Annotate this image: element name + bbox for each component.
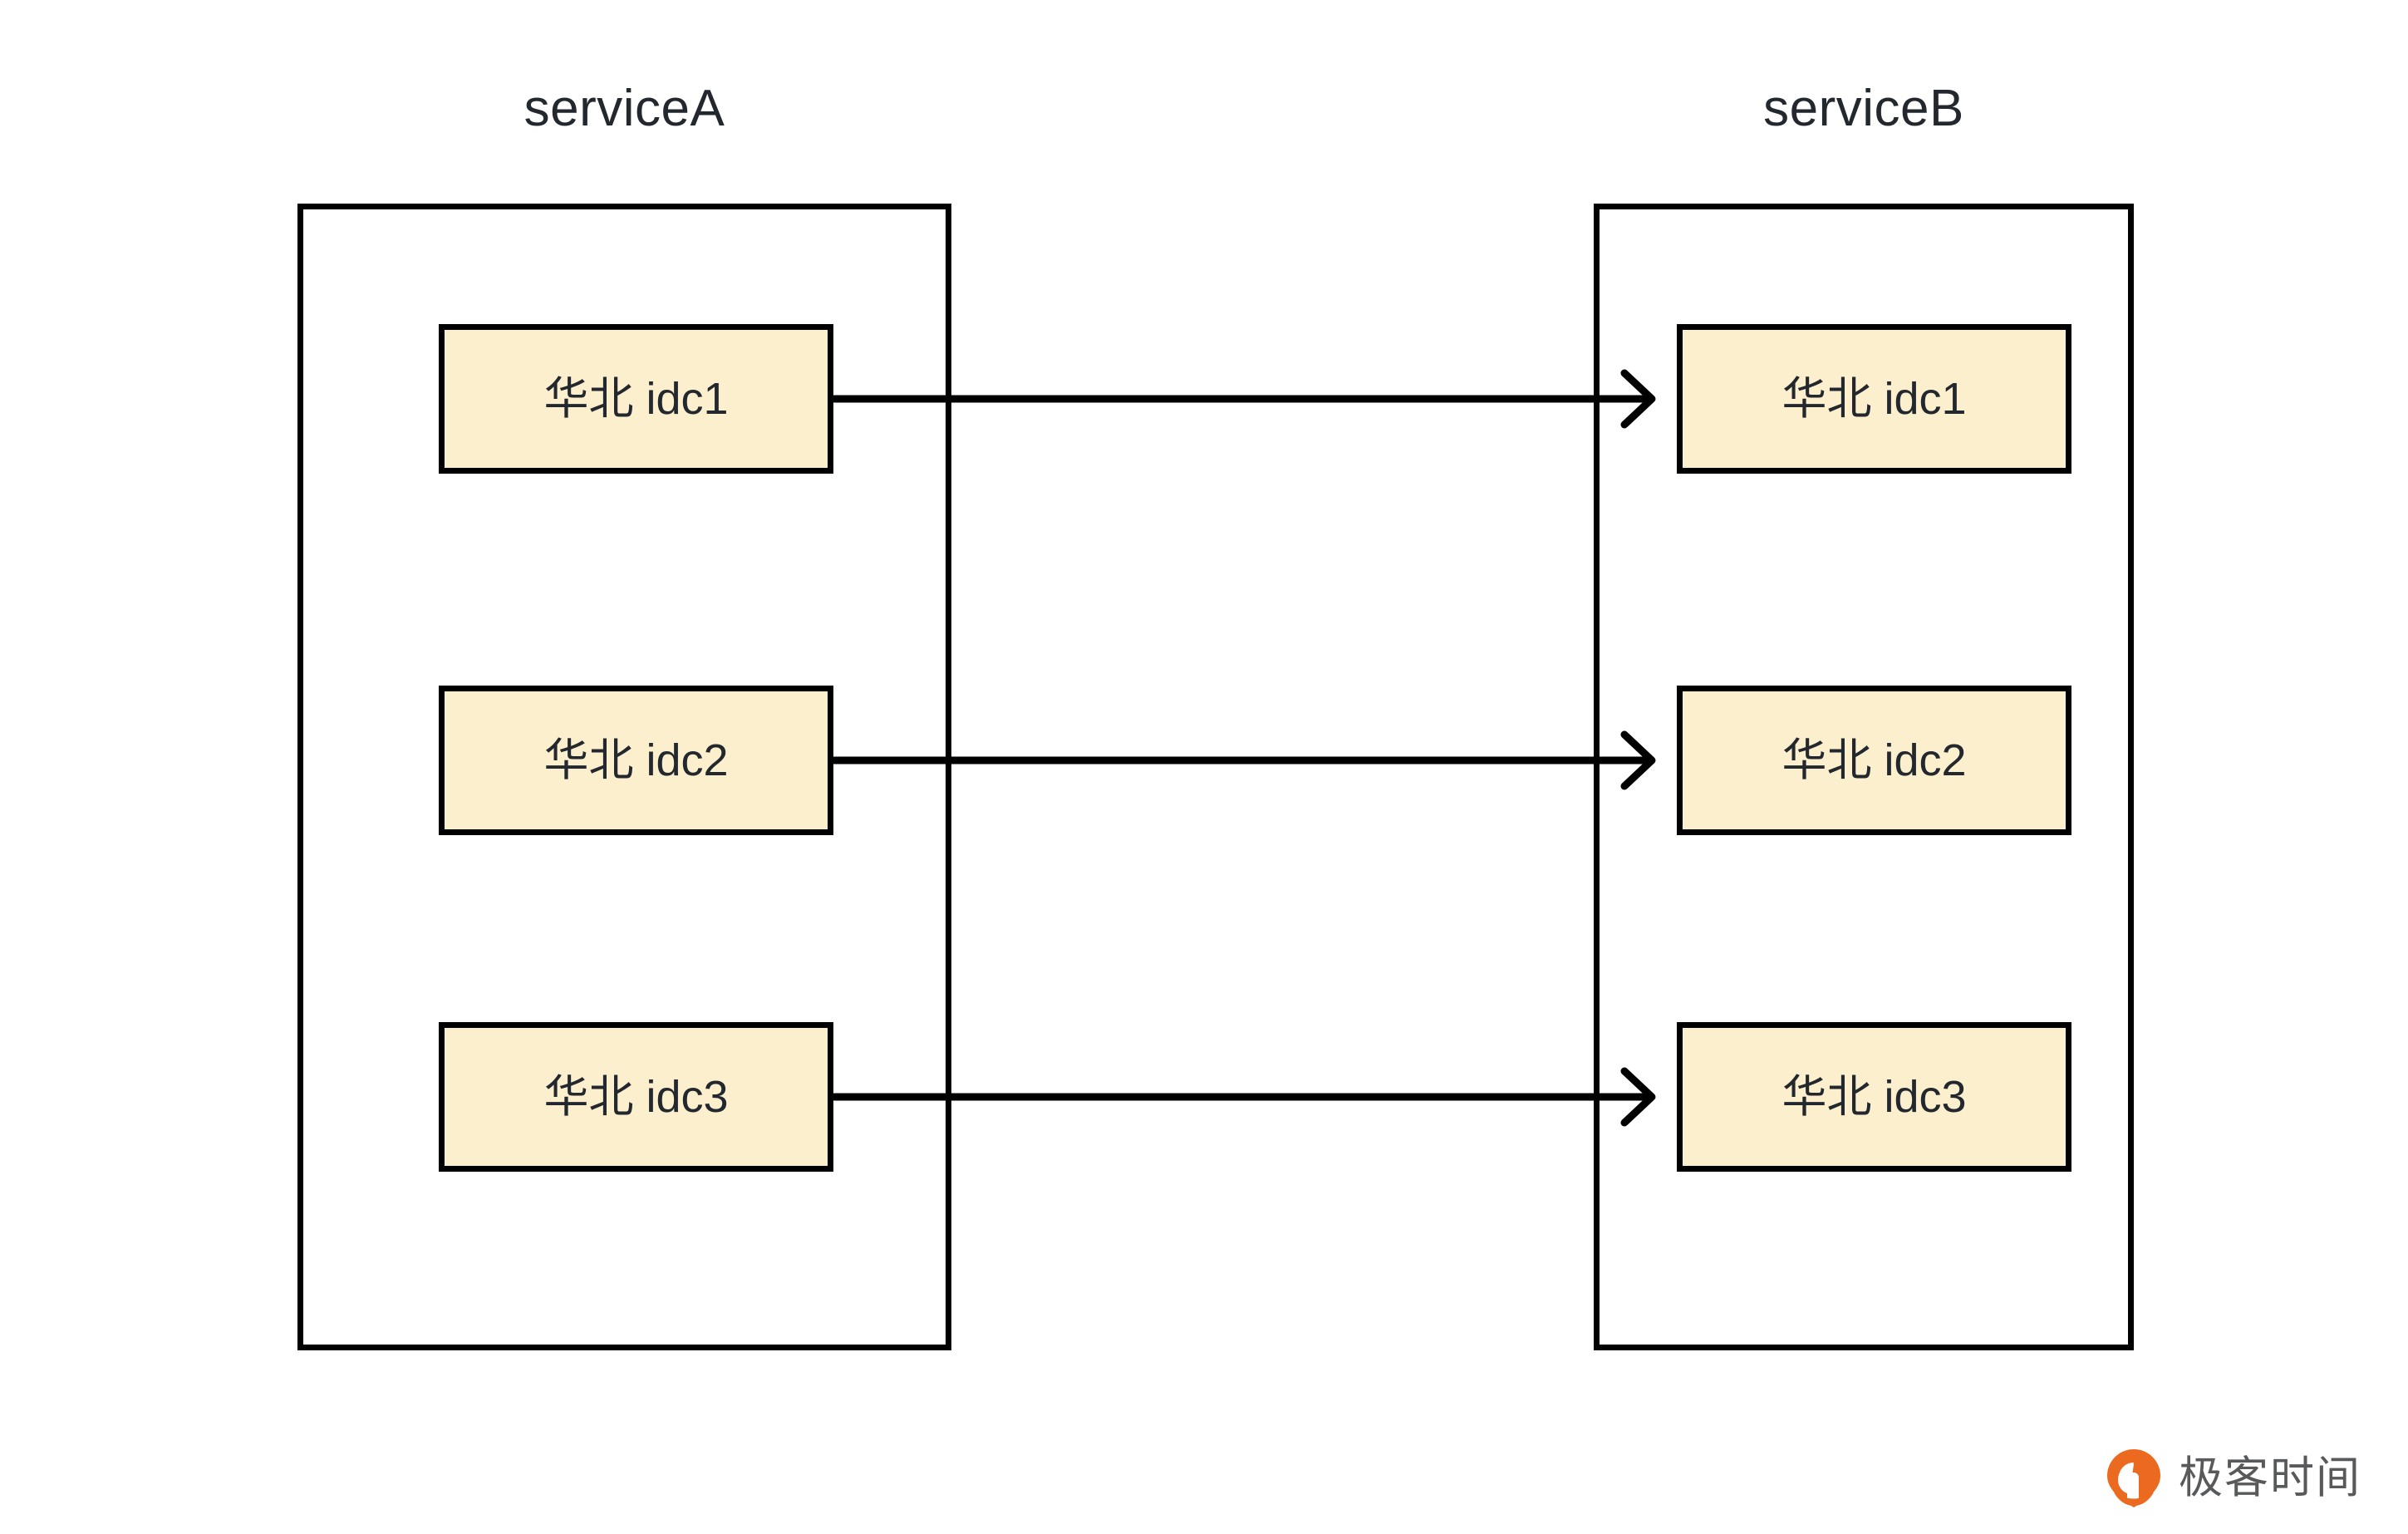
node-label: 华北 idc3 bbox=[1781, 1072, 1967, 1122]
node-label: 华北 idc2 bbox=[543, 735, 729, 785]
node-label: 华北 idc2 bbox=[1781, 735, 1967, 785]
service-b-title: serviceB bbox=[1763, 80, 1964, 137]
service-a-node-idc3[interactable]: 华北 idc3 bbox=[439, 1022, 833, 1172]
connector-arrow-idc3 bbox=[831, 1067, 1656, 1127]
service-b-node-idc3[interactable]: 华北 idc3 bbox=[1677, 1022, 2071, 1172]
node-label: 华北 idc1 bbox=[543, 374, 729, 424]
connector-arrow-idc2 bbox=[831, 730, 1656, 790]
service-b-node-idc1[interactable]: 华北 idc1 bbox=[1677, 324, 2071, 474]
watermark-text: 极客时间 bbox=[2179, 1453, 2361, 1502]
node-label: 华北 idc3 bbox=[543, 1072, 729, 1122]
watermark: 极客时间 bbox=[2102, 1446, 2361, 1509]
service-a-title: serviceA bbox=[523, 80, 725, 137]
service-a-node-idc1[interactable]: 华北 idc1 bbox=[439, 324, 833, 474]
location-pin-icon bbox=[2107, 1449, 2160, 1507]
node-label: 华北 idc1 bbox=[1781, 374, 1967, 424]
connector-arrow-idc1 bbox=[831, 369, 1656, 429]
service-a-node-idc2[interactable]: 华北 idc2 bbox=[439, 686, 833, 835]
service-b-node-idc2[interactable]: 华北 idc2 bbox=[1677, 686, 2071, 835]
